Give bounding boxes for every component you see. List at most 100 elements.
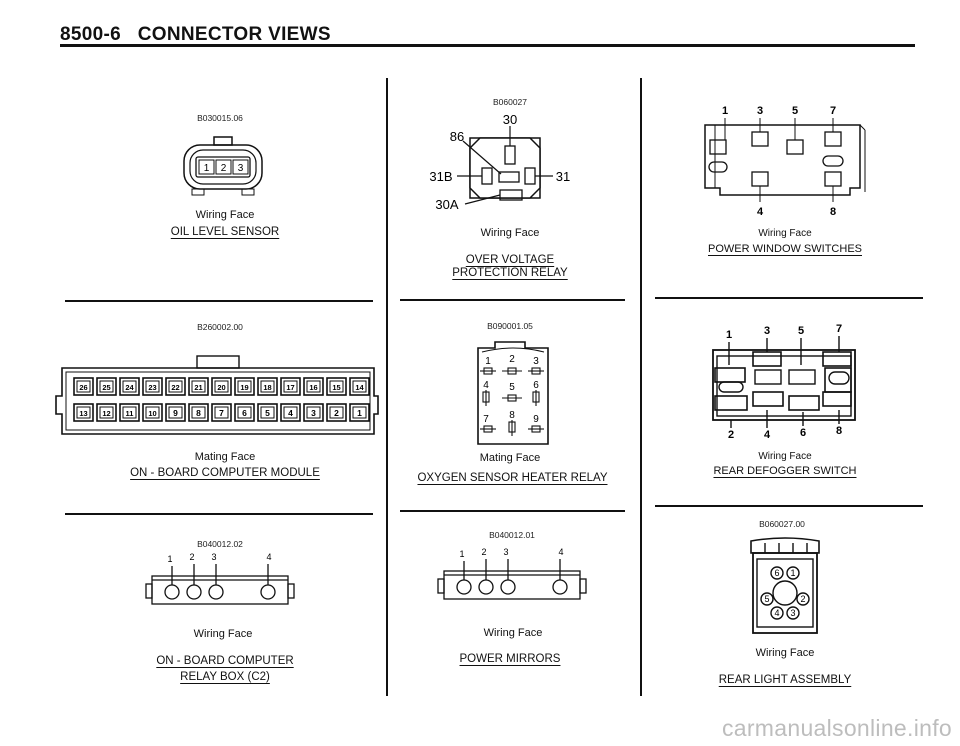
pin-label: 26 xyxy=(79,383,87,392)
section-number: 8500-6 xyxy=(60,24,121,45)
pin-label: 1 xyxy=(726,329,732,341)
face-label: Wiring Face xyxy=(483,627,543,639)
pin-label: 2 xyxy=(800,594,805,604)
pin-label: 1 xyxy=(459,549,464,559)
connector-title: REAR DEFOGGER SWITCH xyxy=(713,465,857,477)
pin-label: 20 xyxy=(217,383,225,392)
pin-socket-inner xyxy=(76,406,91,419)
pin-socket xyxy=(188,403,209,422)
pin-socket-inner xyxy=(122,380,137,393)
pin-label: 1 xyxy=(485,356,491,367)
connector-title-line2: PROTECTION RELAY xyxy=(452,267,568,279)
pin-socket-inner xyxy=(237,406,252,419)
pin-socket xyxy=(280,403,301,422)
connector-title-line1: OVER VOLTAGE xyxy=(465,254,555,266)
pin-socket xyxy=(142,403,163,422)
pin-socket xyxy=(211,403,232,422)
pin-socket-inner xyxy=(99,380,114,393)
pin-socket-inner xyxy=(260,406,275,419)
pin-label: 6 xyxy=(533,380,539,391)
connector-title: POWER WINDOW SWITCHES xyxy=(708,243,862,255)
pin-label: 12 xyxy=(102,409,110,418)
pin-label: 8 xyxy=(830,206,836,218)
diagram-code: B060027.00 xyxy=(759,519,805,529)
header-rule xyxy=(60,44,915,47)
pin-label: 8 xyxy=(509,410,515,421)
pin-socket-inner xyxy=(260,380,275,393)
pin-socket xyxy=(188,377,209,396)
pin-socket xyxy=(165,377,186,396)
pin-label: 16 xyxy=(309,383,317,392)
row-divider xyxy=(65,300,373,302)
pin-label: 7 xyxy=(219,408,224,418)
pin-socket-inner xyxy=(191,380,206,393)
pin-label: 1 xyxy=(790,568,795,578)
page-header: 8500-6 CONNECTOR VIEWS xyxy=(60,24,331,46)
pin-socket xyxy=(211,377,232,396)
diagram-code: B040012.01 xyxy=(489,530,535,540)
relay-box-connector: 1 2 3 4 xyxy=(145,552,295,605)
pin-label: 4 xyxy=(558,547,563,557)
pin-label: 30A xyxy=(435,197,458,212)
pin-label: 3 xyxy=(503,547,508,557)
diagram-code: B040012.02 xyxy=(197,539,243,549)
pin-socket xyxy=(326,403,347,422)
pin-label: 23 xyxy=(148,383,156,392)
connector-title: OXYGEN SENSOR HEATER RELAY xyxy=(417,472,608,484)
pin-label: 2 xyxy=(481,547,486,557)
pin-label: 4 xyxy=(764,429,771,440)
pin-socket-inner xyxy=(99,406,114,419)
pin-label: 1 xyxy=(357,408,362,418)
pin-label: 2 xyxy=(509,354,515,365)
diagram-code: B030015.06 xyxy=(197,113,243,123)
pin-label: 3 xyxy=(311,408,316,418)
pin-label: 17 xyxy=(286,383,294,392)
pin-socket-inner xyxy=(168,406,183,419)
pin-label: 3 xyxy=(238,163,244,174)
face-label: Wiring Face xyxy=(755,647,815,659)
pin-socket xyxy=(96,377,117,396)
pin-label: 22 xyxy=(171,383,179,392)
pin-socket xyxy=(234,377,255,396)
pin-label: 15 xyxy=(332,383,340,392)
pin-label: 7 xyxy=(830,105,836,117)
pin-socket-inner xyxy=(76,380,91,393)
pin-label: 14 xyxy=(355,383,364,392)
pin-socket xyxy=(303,377,324,396)
pin-label: 30 xyxy=(503,112,517,127)
pin-socket-inner xyxy=(168,380,183,393)
pin-socket-inner xyxy=(329,380,344,393)
pin-label: 2 xyxy=(334,408,339,418)
pin-label: 10 xyxy=(148,409,156,418)
rear-defogger-switch-connector: 1 3 5 7 2 4 6 8 xyxy=(712,323,856,440)
oxygen-sensor-relay-connector: 1 2 3 4 5 6 7 8 9 xyxy=(477,341,549,445)
pin-socket-inner xyxy=(145,406,160,419)
pin-label: 2 xyxy=(189,552,194,562)
watermark: carmanualsonline.info xyxy=(721,715,952,741)
pin-socket xyxy=(349,377,370,396)
pin-label: 86 xyxy=(450,129,464,144)
connector-title: OIL LEVEL SENSOR xyxy=(170,226,280,238)
pin-label: 1 xyxy=(167,554,172,564)
pin-label: 13 xyxy=(79,409,87,418)
pin-socket-inner xyxy=(283,406,298,419)
row-divider xyxy=(400,510,625,512)
pin-socket-inner xyxy=(329,406,344,419)
column-divider-right xyxy=(640,78,642,696)
pin-socket xyxy=(326,377,347,396)
pin-socket xyxy=(96,403,117,422)
pin-socket-inner xyxy=(237,380,252,393)
pin-label: 2 xyxy=(728,429,734,440)
row-divider xyxy=(65,513,373,515)
diagram-code: B060027 xyxy=(492,97,528,107)
pin-label: 3 xyxy=(764,325,770,337)
pin-label: 21 xyxy=(194,383,202,392)
pin-label: 9 xyxy=(533,414,539,425)
face-label: Wiring Face xyxy=(480,227,540,239)
pin-label: 19 xyxy=(240,383,248,392)
pin-label: 7 xyxy=(836,323,842,335)
pin-socket xyxy=(234,403,255,422)
pin-label: 2 xyxy=(221,163,227,174)
rear-light-connector: 6 1 5 2 4 3 xyxy=(750,537,820,634)
